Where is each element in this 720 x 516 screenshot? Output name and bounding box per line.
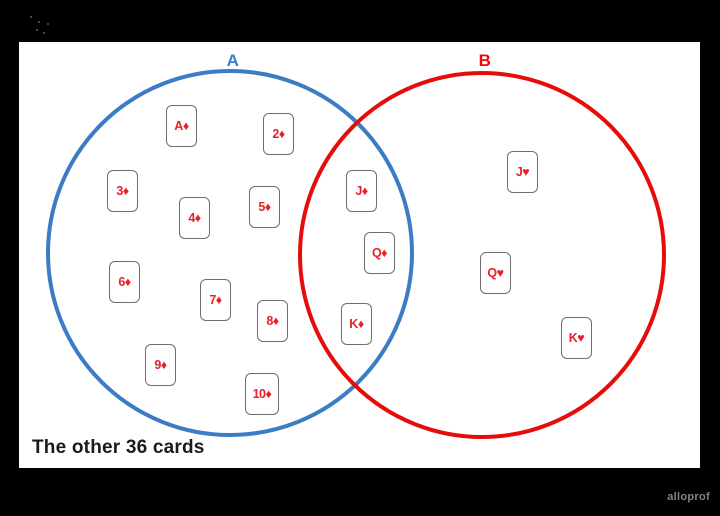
card-intersection: K♦ bbox=[341, 303, 372, 345]
card-a_only: 6♦ bbox=[109, 261, 140, 303]
card-a_only: A♦ bbox=[166, 105, 197, 147]
set-b-circle bbox=[298, 71, 666, 439]
diagram-panel: A B A♦ 2♦ 3♦ 4♦ 5♦ 6♦ 7♦ 8♦ 9♦ 10♦ J♦ Q♦ K♦ J♥ Q♥ K♥ Th… bbox=[19, 42, 700, 468]
card-a_only: 10♦ bbox=[245, 373, 279, 415]
card-a_only: 9♦ bbox=[145, 344, 176, 386]
set-a-circle bbox=[46, 69, 414, 437]
corner-artifact-dot bbox=[47, 23, 49, 25]
venn-circles bbox=[46, 69, 666, 439]
card-a_only: 7♦ bbox=[200, 279, 231, 321]
caption-text: The other 36 cards bbox=[32, 437, 205, 458]
corner-artifact-dot bbox=[36, 29, 38, 31]
card-a_only: 3♦ bbox=[107, 170, 138, 212]
corner-artifact-dot bbox=[38, 21, 40, 23]
set-b-label: B bbox=[478, 51, 492, 70]
set-a-label: A bbox=[226, 51, 240, 70]
card-intersection: Q♦ bbox=[364, 232, 395, 274]
watermark-logo: alloprof bbox=[667, 491, 710, 503]
corner-artifact-dot bbox=[43, 32, 45, 34]
card-intersection: J♦ bbox=[346, 170, 377, 212]
card-b_only: J♥ bbox=[507, 151, 538, 193]
corner-artifact-dot bbox=[30, 16, 32, 18]
card-a_only: 4♦ bbox=[179, 197, 210, 239]
card-a_only: 8♦ bbox=[257, 300, 288, 342]
card-b_only: K♥ bbox=[561, 317, 592, 359]
card-a_only: 5♦ bbox=[249, 186, 280, 228]
card-a_only: 2♦ bbox=[263, 113, 294, 155]
card-b_only: Q♥ bbox=[480, 252, 511, 294]
